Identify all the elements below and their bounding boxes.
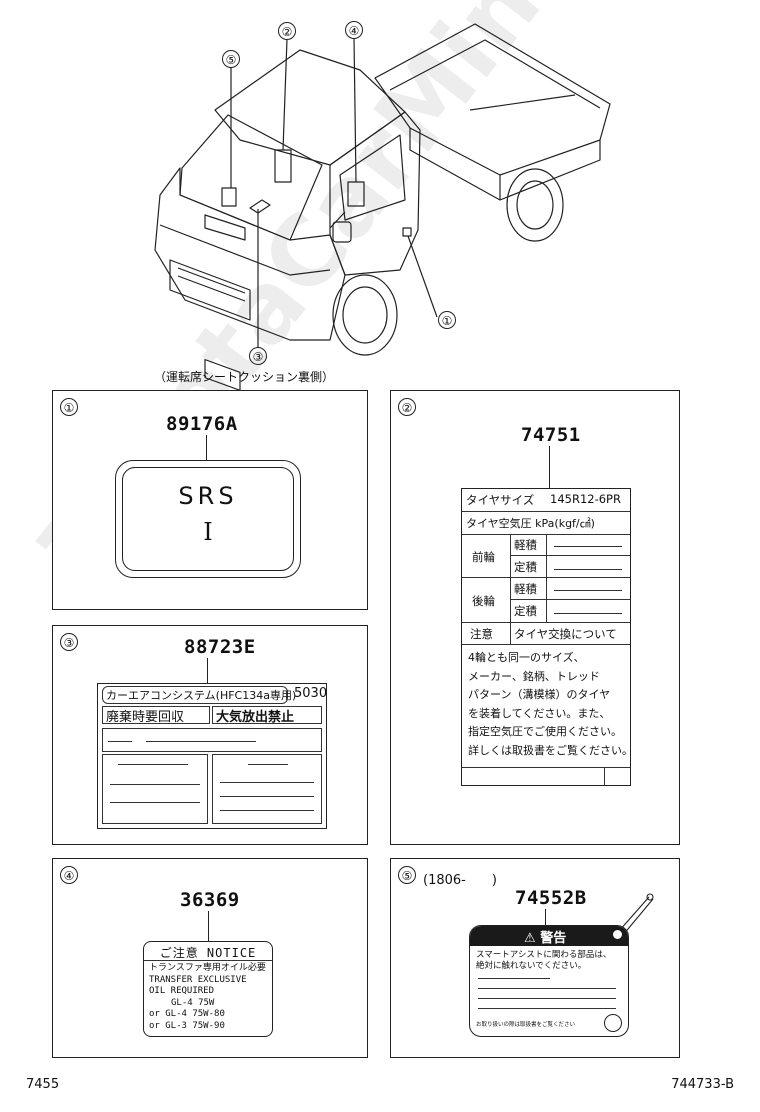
aircon-header-box: [102, 686, 288, 704]
aircon-left-box: [102, 706, 210, 724]
panel-4-part-number: 36369: [180, 889, 240, 911]
warning-title: ⚠ 警告: [524, 931, 567, 946]
tag-hole-icon: [613, 930, 622, 939]
warning-triangle-icon: ⚠: [524, 931, 536, 946]
panel-5-number: ⑤: [398, 866, 416, 884]
panel-5-leader: [545, 909, 546, 925]
srs-label-inner: SRS I: [122, 467, 294, 571]
srs-label-outer: SRS I: [115, 460, 301, 578]
aircon-header: カーエアコンシステム(HFC134a専用): [106, 689, 297, 702]
tire-size-label: タイヤサイズ: [466, 493, 535, 507]
aircon-right-text: 大気放出禁止: [216, 710, 295, 725]
panel-4-leader: [208, 911, 209, 941]
panel-5-date-range: (1806- ): [423, 873, 497, 888]
truck-illustration: [154, 23, 611, 390]
notice-body: トランスファ専用オイル必要 TRANSFER EXCLUSIVE OIL REQ…: [149, 963, 266, 1031]
front-full-load: 定積: [514, 560, 537, 574]
panel-2: ② 74751 タイヤサイズ 145R12-6PR タイヤ空気圧 kPa(kgf…: [390, 390, 680, 845]
aircon-label: カーエアコンシステム(HFC134a専用) 5030 廃棄時要回収 大気放出禁止: [97, 683, 327, 829]
footer-right: 744733-B: [671, 1077, 734, 1092]
tire-notice: 4輪とも同一のサイズ、 メーカー、銘柄、トレッド パターン（溝模様）のタイヤ を…: [468, 651, 633, 757]
srs-line2: I: [203, 518, 213, 546]
rear-wheel-label: 後輪: [472, 594, 495, 608]
warning-header: ⚠ 警告: [470, 926, 628, 946]
callout-4: ④: [345, 21, 363, 39]
panel-3-leader: [207, 658, 208, 683]
panel-1: ① 89176A SRS I: [52, 390, 368, 610]
tire-label: タイヤサイズ 145R12-6PR タイヤ空気圧 kPa(kgf/㎠) 前輪 軽…: [461, 488, 633, 786]
panel-1-number: ①: [60, 398, 78, 416]
panel-5: ⑤ (1806- ) 74552B ⚠ 警告 スマートアシストに関わる部品は、 …: [390, 858, 680, 1058]
panel-1-leader: [206, 435, 207, 460]
notice-title: ご注意 NOTICE: [159, 946, 257, 960]
warning-footer: お取り扱いの際は取扱書をご覧ください: [476, 1022, 576, 1028]
panel-4: ④ 36369 ご注意 NOTICE トランスファ専用オイル必要 TRANSFE…: [52, 858, 368, 1058]
warning-tag: ⚠ 警告 スマートアシストに関わる部品は、 絶対に触れないでください。 お取り扱…: [469, 925, 629, 1037]
callout-2: ②: [278, 22, 296, 40]
callout-5: ⑤: [222, 50, 240, 68]
panel-2-number: ②: [398, 398, 416, 416]
callout-3: ③: [249, 347, 267, 365]
panel-3-number: ③: [60, 633, 78, 651]
warning-tag-strap: [618, 893, 654, 936]
aircon-info-row: [102, 728, 322, 752]
aircon-code: 5030: [294, 686, 328, 701]
panel-5-part-number: 74552B: [515, 887, 587, 909]
footer-left: 7455: [26, 1077, 60, 1092]
aircon-left-panel: [102, 754, 208, 824]
caution-title: タイヤ交換について: [514, 627, 617, 641]
tire-pressure-label: タイヤ空気圧 kPa(kgf/㎠): [466, 517, 595, 530]
panel-3-part-number: 88723E: [184, 636, 256, 658]
srs-text: SRS: [178, 482, 238, 510]
rear-light-load: 軽積: [514, 582, 537, 596]
aircon-right-box: [212, 706, 322, 724]
panel-2-leader: [549, 446, 550, 488]
caution-label: 注意: [470, 627, 493, 641]
front-light-load: 軽積: [514, 538, 537, 552]
panel-3: ③ 88723E カーエアコンシステム(HFC134a専用) 5030 廃棄時要…: [52, 625, 368, 845]
panel-2-part-number: 74751: [521, 424, 581, 446]
aircon-right-panel: [212, 754, 322, 824]
callout-1: ①: [438, 311, 456, 329]
front-wheel-label: 前輪: [472, 550, 495, 564]
truck-caption: （運転席シートクッション裏側）: [154, 370, 335, 384]
tag-circle-icon: [604, 1014, 622, 1032]
tire-size-value: 145R12-6PR: [550, 492, 621, 506]
notice-label: ご注意 NOTICE トランスファ専用オイル必要 TRANSFER EXCLUS…: [143, 941, 273, 1037]
panel-1-part-number: 89176A: [166, 413, 238, 435]
rear-full-load: 定積: [514, 604, 537, 618]
aircon-left-text: 廃棄時要回収: [106, 710, 185, 725]
warning-text: スマートアシストに関わる部品は、 絶対に触れないでください。: [476, 950, 612, 971]
panel-4-number: ④: [60, 866, 78, 884]
